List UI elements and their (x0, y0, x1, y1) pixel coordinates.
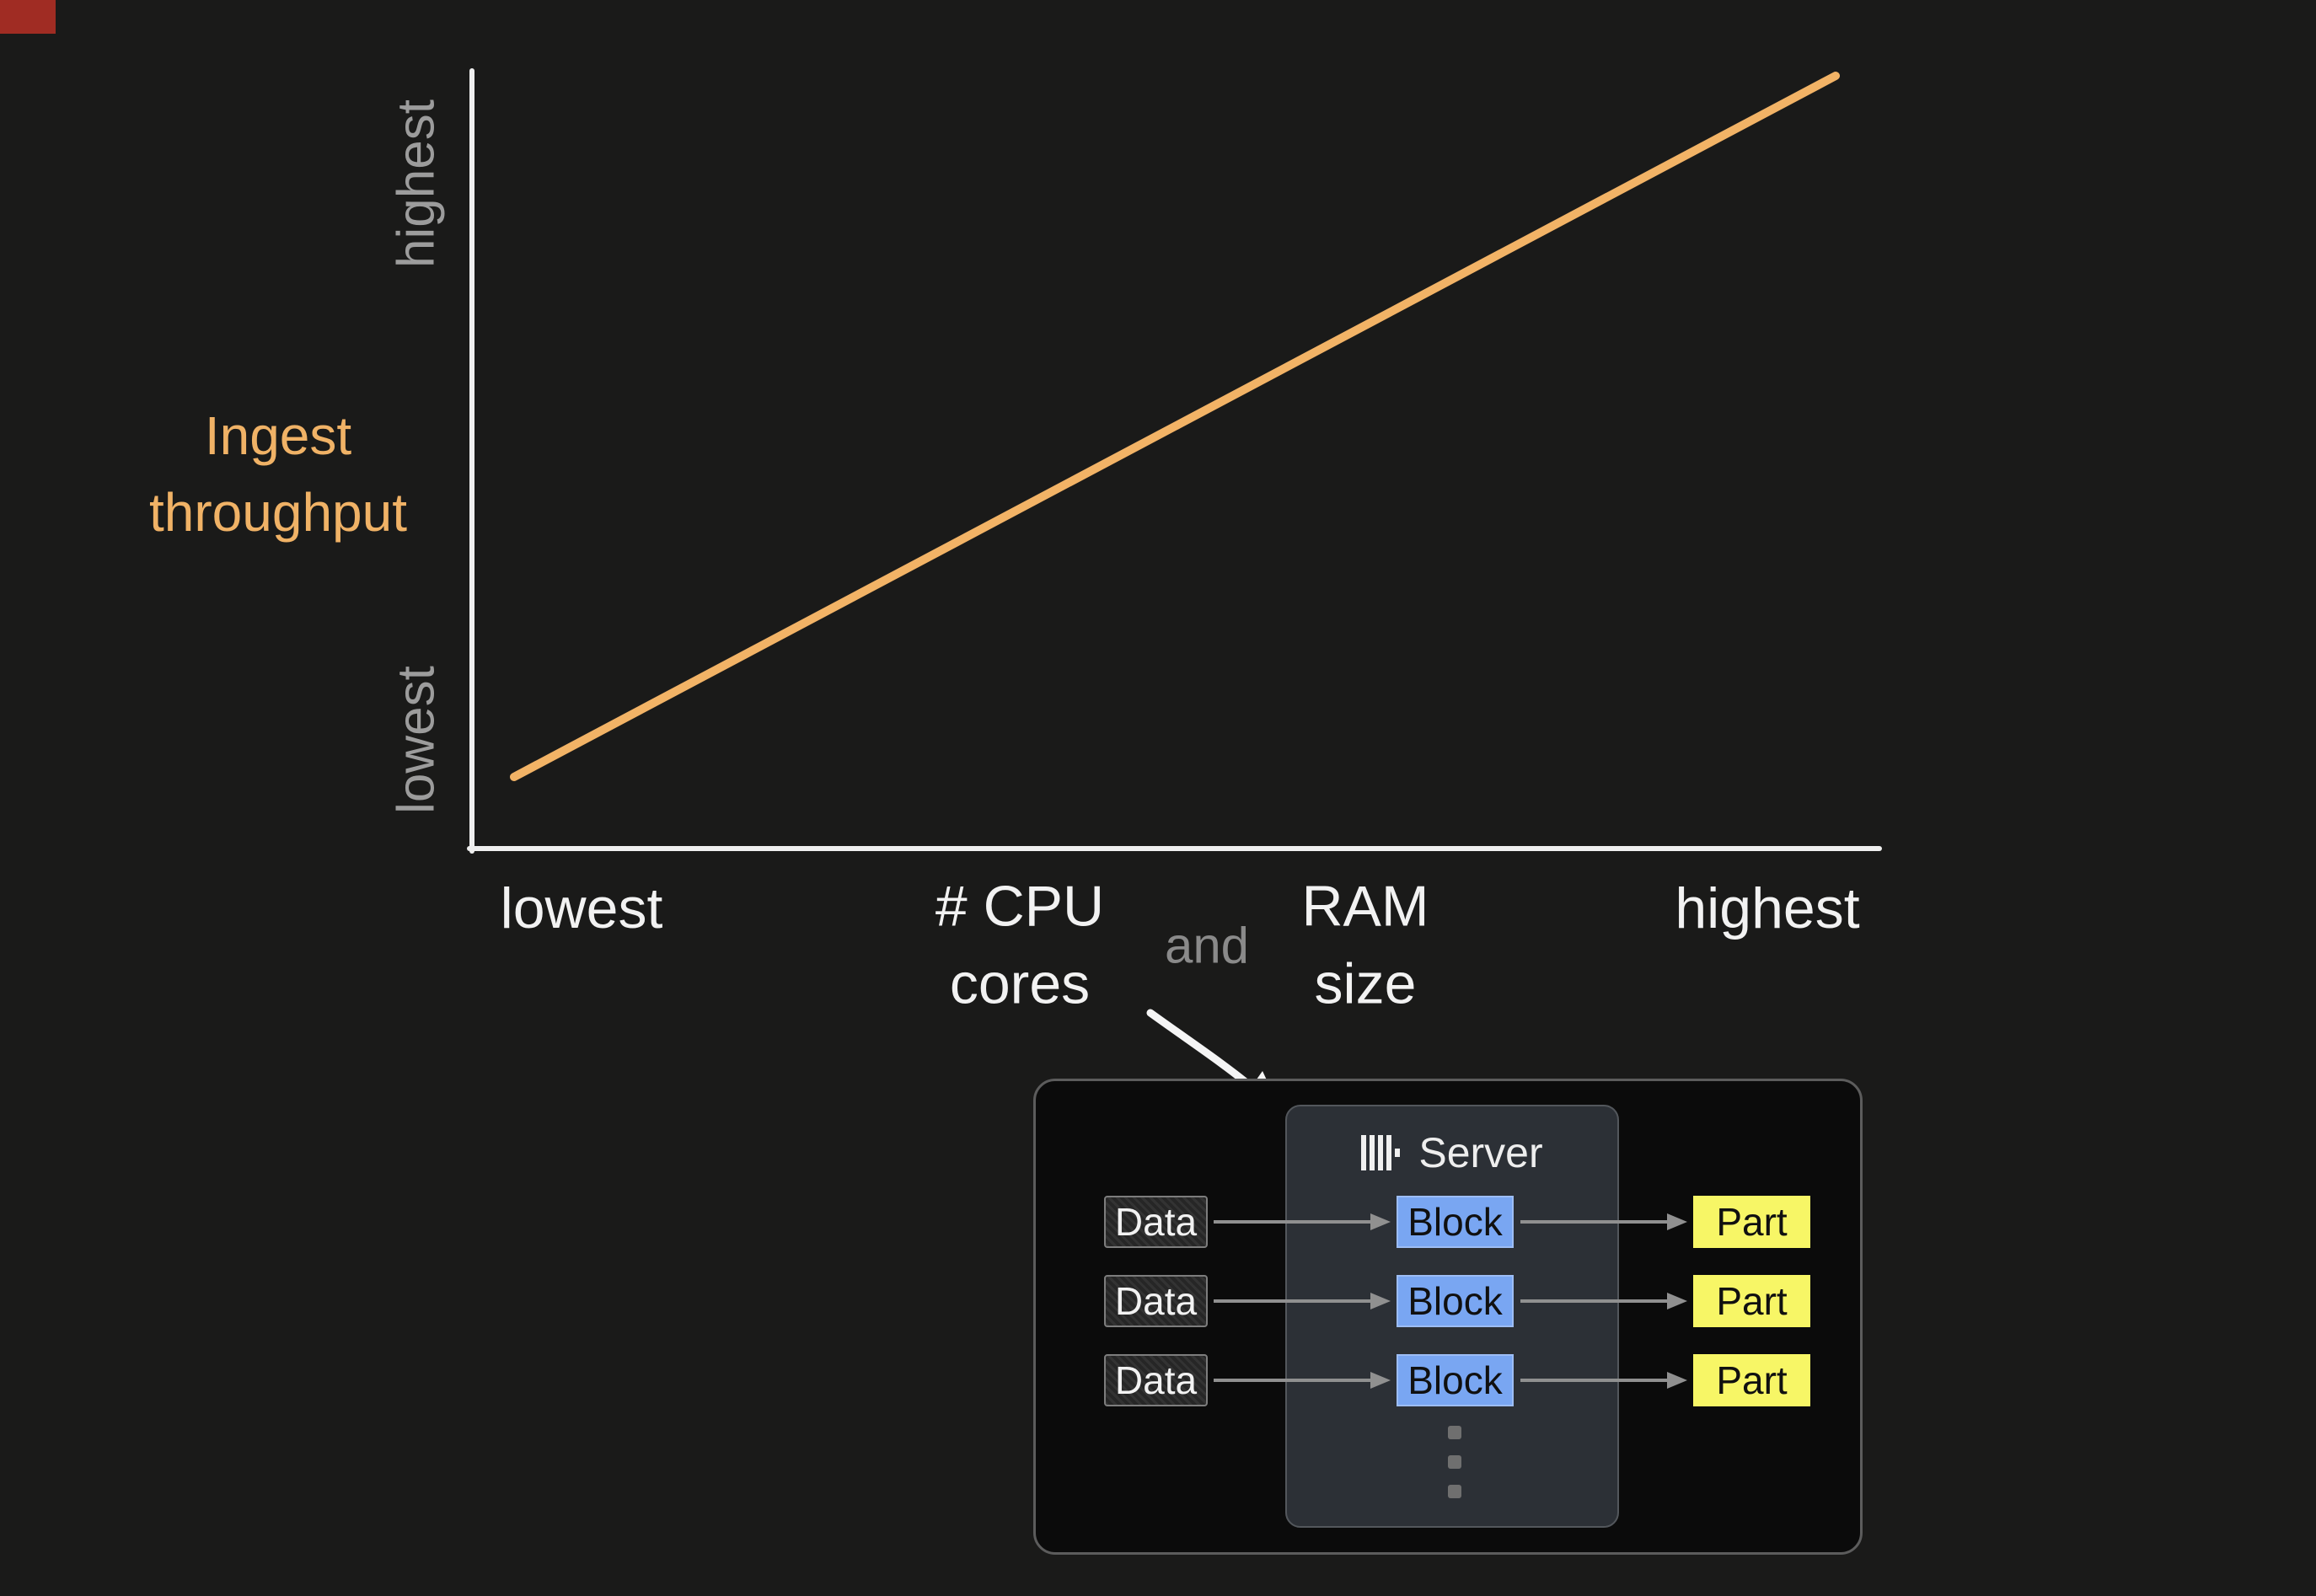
x-tick-lowest: lowest (500, 876, 663, 940)
block-node: Block (1397, 1275, 1514, 1327)
part-node: Part (1693, 1196, 1810, 1248)
x-axis-title-cpu-line2: cores (949, 952, 1091, 1016)
screen-corner-artifact (0, 0, 56, 34)
server-label: Server (1418, 1129, 1543, 1176)
part-node: Part (1693, 1354, 1810, 1406)
server-header: Server (1285, 1127, 1619, 1178)
x-axis-title-and: and (1164, 917, 1250, 974)
arrow-block-to-part-icon (1520, 1372, 1687, 1389)
arrow-data-to-block-icon (1214, 1293, 1391, 1309)
x-axis-title-ram: RAM size (1301, 868, 1429, 1024)
ellipsis-dot (1448, 1426, 1461, 1439)
y-axis-title-line1: Ingest (204, 405, 352, 467)
y-axis-title-line2: throughput (148, 482, 408, 543)
flow-row: Data Block Part (1104, 1275, 1810, 1327)
y-tick-highest: highest (387, 99, 446, 268)
ellipsis-dot (1448, 1455, 1461, 1469)
y-tick-lowest: lowest (387, 666, 446, 814)
block-node: Block (1397, 1196, 1514, 1248)
x-axis-title-ram-line1: RAM (1301, 874, 1429, 939)
part-node: Part (1693, 1275, 1810, 1327)
trend-line (510, 72, 1840, 781)
y-axis-title: Ingest throughput (149, 398, 407, 551)
flow-row: Data Block Part (1104, 1354, 1810, 1406)
flow-row: Data Block Part (1104, 1196, 1810, 1248)
x-axis-title-cpu: # CPU cores (936, 868, 1104, 1024)
arrow-data-to-block-icon (1214, 1213, 1391, 1230)
arrow-block-to-part-icon (1520, 1293, 1687, 1309)
block-node: Block (1397, 1354, 1514, 1406)
ellipsis-dot (1448, 1485, 1461, 1498)
data-node: Data (1104, 1354, 1208, 1406)
data-node: Data (1104, 1275, 1208, 1327)
x-axis-title-cpu-line1: # CPU (935, 874, 1105, 939)
x-tick-highest: highest (1675, 876, 1860, 940)
arrow-block-to-part-icon (1520, 1213, 1687, 1230)
clickhouse-logo-icon (1361, 1135, 1401, 1170)
x-axis-title-ram-line2: size (1314, 952, 1417, 1016)
data-node: Data (1104, 1196, 1208, 1248)
arrow-data-to-block-icon (1214, 1372, 1391, 1389)
